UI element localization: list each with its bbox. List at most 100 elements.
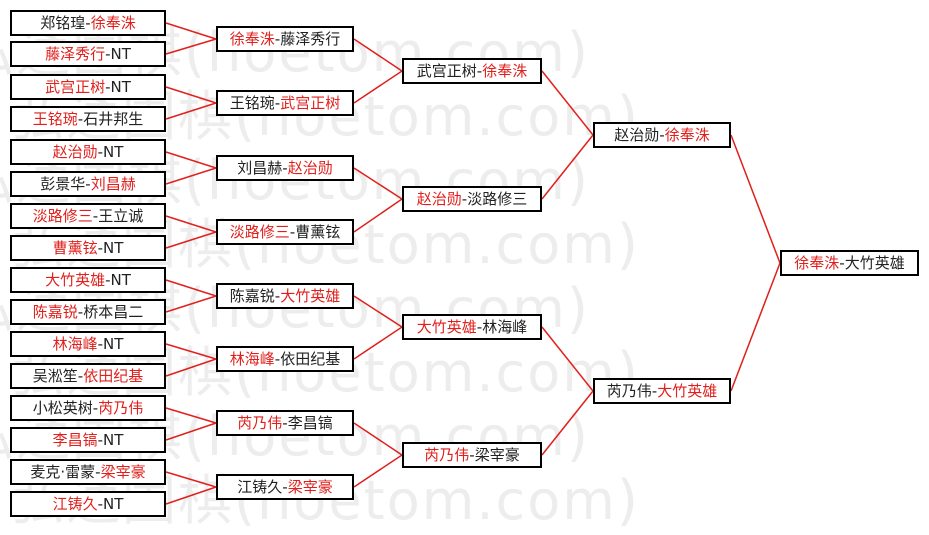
player-2: 石井邦生 xyxy=(83,109,144,128)
separator: - xyxy=(97,430,104,449)
player-2: 徐奉洙 xyxy=(664,125,710,144)
bracket-connector xyxy=(165,38,217,55)
player-1: 芮乃伟 xyxy=(237,413,283,432)
player-2: NT xyxy=(103,238,124,257)
separator: - xyxy=(97,494,104,513)
player-1: 林海峰 xyxy=(52,334,98,353)
round1-match: 曹薰铉-NT xyxy=(10,235,166,261)
player-1: 武宫正树 xyxy=(45,77,106,96)
player-1: 武宫正树 xyxy=(416,61,477,80)
separator: - xyxy=(97,334,104,353)
separator: - xyxy=(282,477,288,496)
player-1: 赵治勋 xyxy=(416,189,462,208)
player-2: 大竹英雄 xyxy=(844,253,905,272)
bracket-connector xyxy=(165,151,217,169)
player-2: 桥本昌二 xyxy=(83,302,144,321)
player-2: 大竹英雄 xyxy=(657,381,718,400)
bracket-connector xyxy=(165,102,217,120)
player-2: NT xyxy=(110,270,131,289)
round3-match: 赵治勋-淡路修三 xyxy=(402,186,542,212)
player-2: 梁宰豪 xyxy=(474,445,520,464)
player-1: 李昌镐 xyxy=(52,430,98,449)
bracket-connector xyxy=(730,134,781,264)
player-2: 武宫正树 xyxy=(280,93,341,112)
round2-match: 江铸久-梁宰豪 xyxy=(216,474,354,500)
player-2: 依田纪基 xyxy=(83,366,144,385)
player-1: 彭景华 xyxy=(40,174,86,193)
player-2: NT xyxy=(103,142,124,161)
separator: - xyxy=(476,317,483,336)
bracket-connector xyxy=(541,390,594,456)
round1-match: 小松英树-芮乃伟 xyxy=(10,395,166,421)
player-1: 大竹英雄 xyxy=(416,317,477,336)
player-2: 梁宰豪 xyxy=(287,477,333,496)
bracket-connector xyxy=(165,231,217,249)
bracket-connector xyxy=(165,343,217,360)
player-1: 江铸久 xyxy=(52,494,98,513)
player-1: 林海峰 xyxy=(229,349,275,368)
bracket-connector xyxy=(165,471,217,488)
player-2: 李昌镐 xyxy=(287,413,333,432)
bracket-connector xyxy=(353,454,403,488)
separator: - xyxy=(274,93,281,112)
player-2: 徐奉洙 xyxy=(90,13,136,32)
bracket-connector xyxy=(165,486,217,505)
round2-match: 徐奉洙-藤泽秀行 xyxy=(216,26,354,52)
final-match: 徐奉洙-大竹英雄 xyxy=(780,250,919,276)
bracket-connector xyxy=(541,134,594,200)
player-1: 赵治勋 xyxy=(614,125,660,144)
bracket-connector xyxy=(165,407,217,424)
player-1: 刘昌赫 xyxy=(237,158,283,177)
player-1: 麦克·雷蒙 xyxy=(30,462,96,481)
bracket-connector xyxy=(165,167,217,185)
player-2: 王立诚 xyxy=(98,206,144,225)
separator: - xyxy=(839,253,845,272)
player-2: 藤泽秀行 xyxy=(280,29,341,48)
player-2: NT xyxy=(103,494,124,513)
round1-match: 彭景华-刘昌赫 xyxy=(10,171,166,197)
bracket-connector xyxy=(165,295,217,313)
bracket-connector xyxy=(353,167,403,200)
separator: - xyxy=(461,189,468,208)
separator: - xyxy=(85,13,91,32)
round4-match: 赵治勋-徐奉洙 xyxy=(593,122,731,148)
separator: - xyxy=(92,398,99,417)
bracket-connector xyxy=(165,86,217,104)
bracket-connector xyxy=(541,326,594,392)
player-2: 徐奉洙 xyxy=(482,61,528,80)
player-2: 大竹英雄 xyxy=(280,286,341,305)
player-1: 藤泽秀行 xyxy=(45,44,106,63)
player-1: 大竹英雄 xyxy=(45,270,106,289)
separator: - xyxy=(97,238,104,257)
separator: - xyxy=(97,142,104,161)
player-1: 陈嘉锐 xyxy=(229,286,275,305)
player-1: 吴淞笙 xyxy=(32,366,78,385)
separator: - xyxy=(282,413,288,432)
round2-match: 刘昌赫-赵治勋 xyxy=(216,155,354,181)
player-1: 芮乃伟 xyxy=(606,381,652,400)
separator: - xyxy=(274,349,281,368)
bracket-connector xyxy=(165,358,217,377)
separator: - xyxy=(469,445,475,464)
separator: - xyxy=(95,462,101,481)
round1-match: 淡路修三-王立诚 xyxy=(10,203,166,229)
round2-match: 淡路修三-曹薰铉 xyxy=(216,219,354,245)
player-1: 芮乃伟 xyxy=(424,445,470,464)
bracket-connector xyxy=(353,295,403,328)
player-1: 徐奉洙 xyxy=(794,253,840,272)
round1-match: 王铭琬-石井邦生 xyxy=(10,106,166,132)
player-1: 郑铭瑝 xyxy=(40,13,86,32)
round2-match: 林海峰-依田纪基 xyxy=(216,346,354,372)
player-2: 刘昌赫 xyxy=(90,174,136,193)
round3-match: 大竹英雄-林海峰 xyxy=(402,314,542,340)
player-2: NT xyxy=(110,44,131,63)
round1-match: 大竹英雄-NT xyxy=(10,267,166,293)
bracket-connector xyxy=(541,70,594,136)
player-1: 淡路修三 xyxy=(229,222,290,241)
player-2: NT xyxy=(103,430,124,449)
bracket-connector xyxy=(353,422,403,456)
round1-match: 赵治勋-NT xyxy=(10,139,166,165)
bracket-connector xyxy=(353,198,403,233)
player-1: 陈嘉锐 xyxy=(32,302,78,321)
separator: - xyxy=(651,381,658,400)
